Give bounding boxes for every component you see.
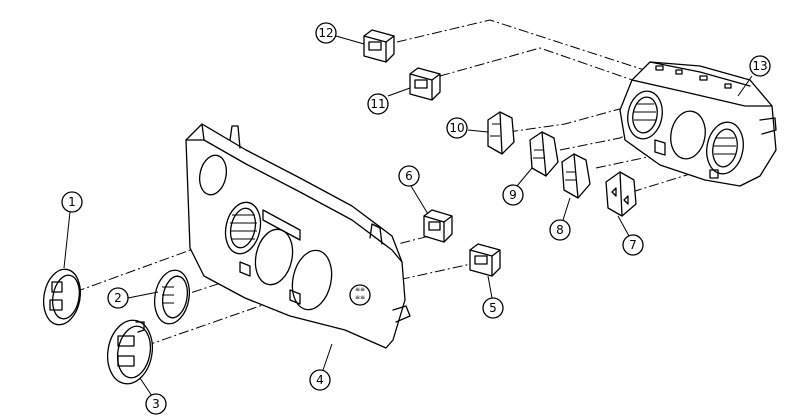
callout-3-label: 3 xyxy=(152,397,160,411)
knob-ring-part-2 xyxy=(153,269,191,325)
callout-10-label: 10 xyxy=(449,121,464,135)
callout-9-label: 9 xyxy=(509,188,517,202)
control-unit-part-13 xyxy=(619,61,777,187)
leader-2 xyxy=(127,291,159,299)
leader-1 xyxy=(63,211,71,269)
callout-4-label: 4 xyxy=(316,373,324,387)
leader-9 xyxy=(516,167,533,187)
assembly-line-10 xyxy=(507,101,646,133)
leader-13 xyxy=(737,75,753,97)
callout-3: 3 xyxy=(145,393,167,415)
leader-3 xyxy=(139,377,153,397)
leader-11 xyxy=(387,87,411,97)
callout-10: 10 xyxy=(446,117,468,139)
callout-8-label: 8 xyxy=(556,223,564,237)
callout-2-label: 2 xyxy=(114,291,122,305)
leader-8 xyxy=(562,197,571,221)
knob-part-8 xyxy=(561,153,591,199)
callout-9: 9 xyxy=(502,184,524,206)
leader-5 xyxy=(487,275,493,299)
knob-part-3 xyxy=(106,319,154,385)
svg-text:≡≡: ≡≡ xyxy=(355,286,365,293)
callout-4: 4 xyxy=(309,369,331,391)
callout-13: 13 xyxy=(749,55,771,77)
leader-7 xyxy=(617,215,630,237)
callout-13-label: 13 xyxy=(752,59,767,73)
switch-part-6 xyxy=(423,209,453,243)
leader-6 xyxy=(410,185,429,215)
callout-11: 11 xyxy=(367,93,389,115)
callout-7-label: 7 xyxy=(629,238,637,252)
switch-part-12 xyxy=(363,29,395,63)
callout-2: 2 xyxy=(107,287,129,309)
callout-11-label: 11 xyxy=(370,97,385,111)
leader-4 xyxy=(322,343,333,371)
switch-part-11 xyxy=(409,67,441,101)
switch-part-5 xyxy=(469,243,501,277)
callout-5-label: 5 xyxy=(489,301,497,315)
assembly-line-3 xyxy=(144,291,301,347)
knob-cap-part-7 xyxy=(605,171,637,217)
knob-part-9 xyxy=(529,131,559,177)
knob-ring-part-1 xyxy=(42,268,82,326)
callout-6: 6 xyxy=(398,165,420,187)
callout-12: 12 xyxy=(315,22,337,44)
callout-5: 5 xyxy=(482,297,504,319)
callout-7: 7 xyxy=(622,234,644,256)
assembly-line-5 xyxy=(397,261,481,281)
callout-12-label: 12 xyxy=(318,26,333,40)
leader-10 xyxy=(467,129,489,133)
assembly-line-12 xyxy=(396,19,701,89)
svg-text:≡≡: ≡≡ xyxy=(355,294,365,301)
callout-8: 8 xyxy=(549,219,571,241)
bezel-panel-part-4: ≡≡ ≡≡ xyxy=(185,123,411,349)
callout-6-label: 6 xyxy=(405,169,413,183)
knob-cap-part-10 xyxy=(487,111,515,155)
callout-1-label: 1 xyxy=(68,195,76,209)
assembly-line-11 xyxy=(439,47,691,101)
leader-12 xyxy=(335,35,365,45)
leader-lines xyxy=(63,35,753,397)
callout-1: 1 xyxy=(61,191,83,213)
